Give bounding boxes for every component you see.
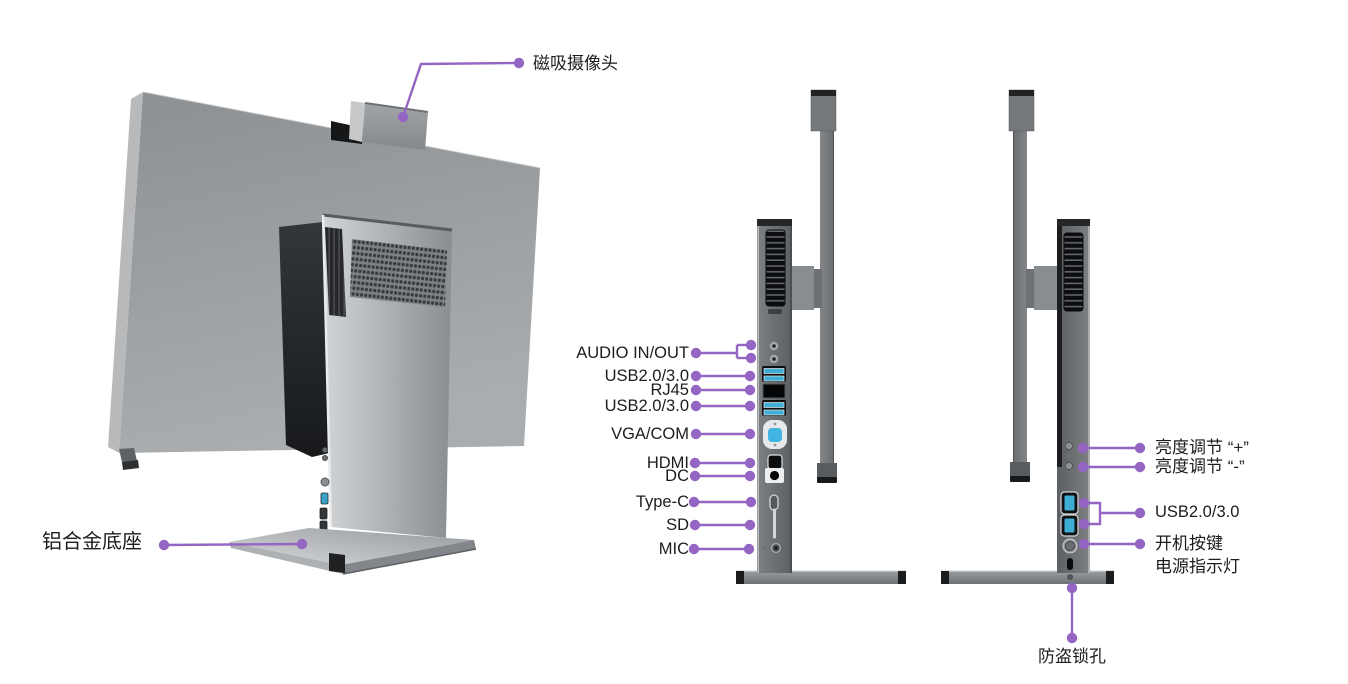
callout-usb-bottom bbox=[690, 400, 756, 412]
io-ports-left-view bbox=[762, 341, 787, 554]
callout-hdmi bbox=[689, 457, 756, 469]
usb-port-1 bbox=[1060, 491, 1079, 515]
vent-grille-left-view bbox=[765, 229, 786, 307]
label-sd: SD bbox=[666, 516, 689, 534]
label-hdmi: HDMI bbox=[646, 454, 689, 472]
panel-foot bbox=[817, 463, 837, 479]
label-vga-com: VGA/COM bbox=[611, 425, 689, 443]
base-plate-right-view bbox=[941, 570, 1114, 584]
label-rj45: RJ45 bbox=[650, 381, 689, 399]
hinge-left-view bbox=[792, 266, 822, 310]
rear-view-figure bbox=[108, 91, 541, 575]
brightness-plus-button bbox=[1064, 441, 1074, 451]
callout-lock bbox=[1066, 582, 1078, 644]
callout-power bbox=[1078, 538, 1146, 550]
typec-port bbox=[769, 494, 779, 511]
label-camera: 磁吸摄像头 bbox=[533, 54, 618, 73]
dc-port bbox=[765, 468, 784, 483]
lock-slot bbox=[1067, 558, 1073, 570]
hinge-right-view bbox=[1026, 266, 1057, 310]
panel-edge-left-view bbox=[810, 89, 837, 483]
callout-mic bbox=[688, 543, 755, 555]
hdmi-port bbox=[767, 454, 783, 470]
mic-hole bbox=[762, 542, 782, 554]
label-usb-bottom: USB2.0/3.0 bbox=[604, 397, 689, 415]
vent-grille-rear bbox=[350, 239, 447, 307]
callout-dc bbox=[689, 470, 756, 482]
callout-lines bbox=[158, 57, 1146, 644]
panel-foot-rear bbox=[119, 448, 139, 470]
callout-audio bbox=[690, 339, 757, 364]
callout-camera bbox=[397, 57, 525, 123]
stand-column-rear bbox=[321, 213, 453, 538]
usb-block-bottom bbox=[762, 400, 786, 416]
controls-right-view bbox=[1060, 441, 1079, 580]
label-brightness-minus: 亮度调节 “-” bbox=[1155, 457, 1245, 476]
vent-grille-right-view bbox=[1063, 232, 1084, 312]
right-side-view-figure bbox=[941, 89, 1114, 584]
left-side-view-figure bbox=[736, 89, 906, 584]
callout-sd bbox=[689, 519, 756, 531]
monitor-left-bevel bbox=[108, 92, 143, 453]
column-foot bbox=[329, 553, 345, 573]
label-power-button: 开机按键 bbox=[1155, 534, 1223, 553]
label-brightness-plus: 亮度调节 “+” bbox=[1155, 438, 1249, 457]
camera-module-side bbox=[810, 89, 837, 132]
label-typec: Type-C bbox=[635, 493, 689, 511]
label-base: 铝合金底座 bbox=[42, 531, 142, 553]
callout-brightness-plus bbox=[1077, 442, 1146, 454]
rj45-port bbox=[762, 383, 786, 399]
power-button bbox=[1062, 538, 1078, 554]
callout-base bbox=[158, 538, 308, 551]
vga-port bbox=[763, 420, 787, 449]
callout-usb-right bbox=[1078, 497, 1146, 530]
callout-typec bbox=[688, 496, 757, 508]
base-plate-rear bbox=[229, 528, 477, 575]
brightness-minus-button bbox=[1064, 461, 1074, 471]
usb-block-top bbox=[762, 366, 786, 382]
label-lock-hole: 防盗锁孔 bbox=[1038, 647, 1106, 666]
label-usb-top: USB2.0/3.0 bbox=[604, 367, 689, 385]
panel-foot bbox=[1010, 462, 1030, 478]
label-audio-in-out: AUDIO IN/OUT bbox=[576, 344, 689, 362]
callout-rj45 bbox=[690, 384, 756, 396]
callout-vga bbox=[690, 428, 756, 440]
usb-port-2 bbox=[1060, 514, 1079, 537]
callout-usb-top bbox=[690, 370, 756, 382]
rear-edge-ports bbox=[319, 446, 330, 541]
label-dc: DC bbox=[665, 467, 689, 485]
label-power-indicator: 电源指示灯 bbox=[1155, 557, 1240, 576]
audio-in-out-jacks bbox=[769, 341, 779, 364]
panel-shadow-region bbox=[279, 222, 334, 457]
callout-brightness-minus bbox=[1077, 461, 1146, 473]
side-vent-strip bbox=[325, 227, 346, 317]
power-indicator-light bbox=[1067, 574, 1073, 580]
label-mic: MIC bbox=[658, 540, 689, 558]
panel-edge-right-view bbox=[1008, 89, 1035, 482]
label-usb-right: USB2.0/3.0 bbox=[1155, 503, 1240, 521]
camera-module-side bbox=[1008, 89, 1035, 132]
camera-module bbox=[349, 101, 429, 150]
